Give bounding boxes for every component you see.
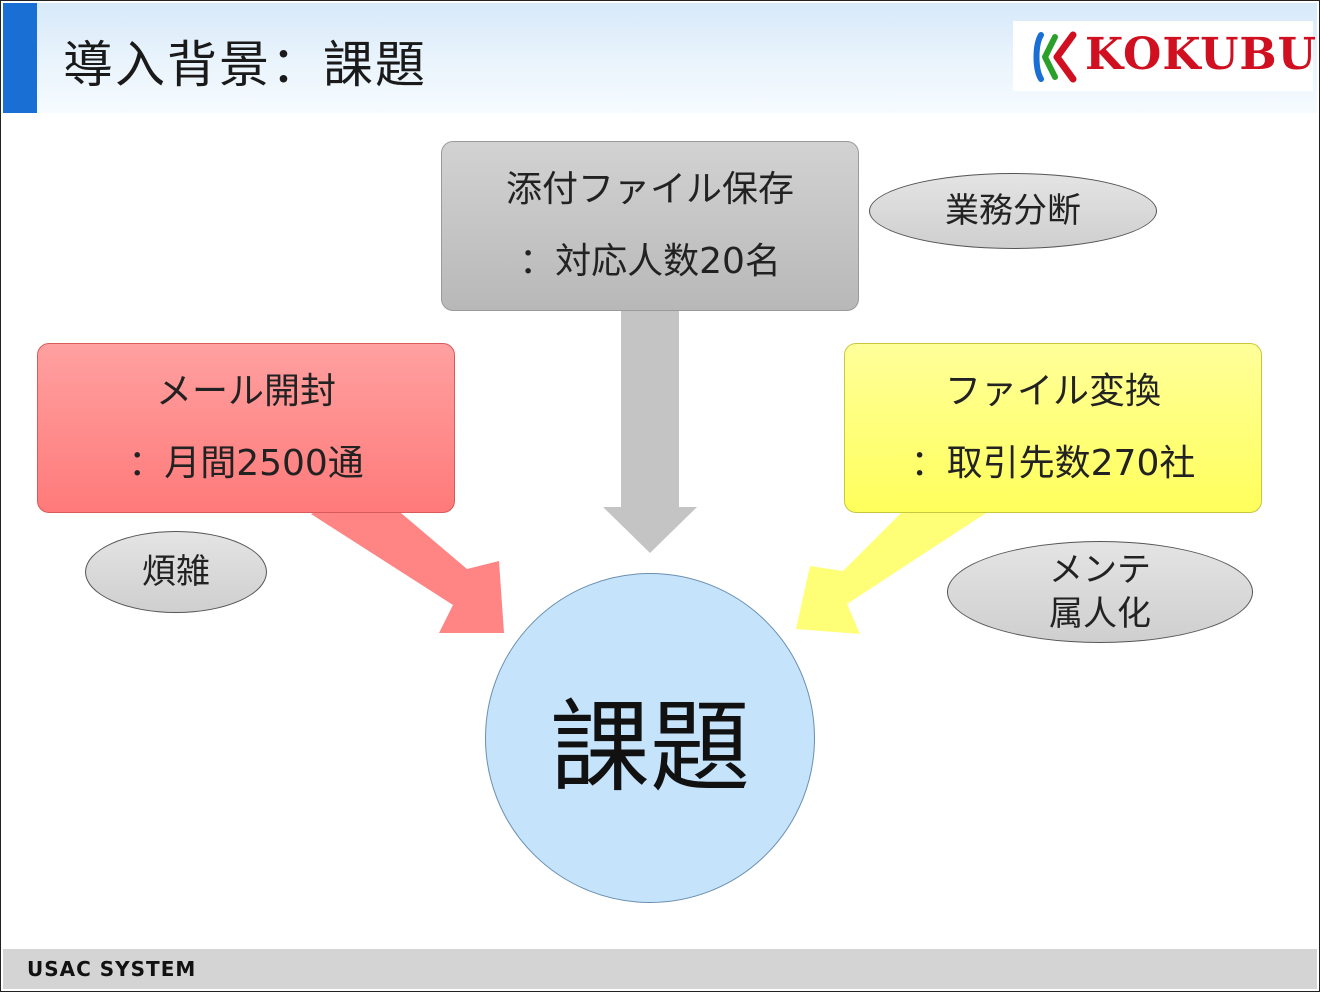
logo-wordmark: KOKUBU xyxy=(1085,29,1317,80)
oval-work-division: 業務分断 xyxy=(869,173,1157,249)
oval-maintenance: メンテ 属人化 xyxy=(947,541,1253,643)
mail-open-count: ：月間2500通 xyxy=(128,443,364,484)
footer-company-name: USAC SYSTEM xyxy=(27,957,197,981)
mail-open-label: メール開封 xyxy=(155,371,336,412)
kokubu-logo-icon xyxy=(1033,31,1077,83)
oval-complexity-label: 煩雑 xyxy=(142,552,210,592)
oval-work-division-label: 業務分断 xyxy=(945,191,1081,231)
file-convert-count: ：取引先数270社 xyxy=(910,443,1196,484)
header-accent-bar xyxy=(3,3,37,113)
file-convert-box: ファイル変換 ：取引先数270社 xyxy=(844,343,1262,513)
company-logo: KOKUBU xyxy=(1013,21,1316,91)
attachment-save-count: ：対応人数20名 xyxy=(519,241,781,282)
issue-circle: 課題 xyxy=(485,573,815,903)
arrow-left-red xyxy=(311,513,504,633)
slide-footer: USAC SYSTEM xyxy=(3,949,1317,989)
attachment-save-box: 添付ファイル保存 ：対応人数20名 xyxy=(441,141,859,311)
oval-maintenance-line2: 属人化 xyxy=(1049,594,1151,634)
attachment-save-label: 添付ファイル保存 xyxy=(505,169,794,210)
oval-maintenance-line1: メンテ xyxy=(1049,550,1151,590)
slide-header: 導入背景：課題 KOKUBU xyxy=(3,3,1317,113)
arrow-right-yellow xyxy=(796,513,986,634)
file-convert-label: ファイル変換 xyxy=(944,371,1161,412)
page-title: 導入背景：課題 xyxy=(63,36,427,94)
issue-circle-label: 課題 xyxy=(550,688,750,806)
mail-open-box: メール開封 ：月間2500通 xyxy=(37,343,455,513)
oval-complexity: 煩雑 xyxy=(85,531,267,613)
arrow-down-gray xyxy=(603,311,697,553)
